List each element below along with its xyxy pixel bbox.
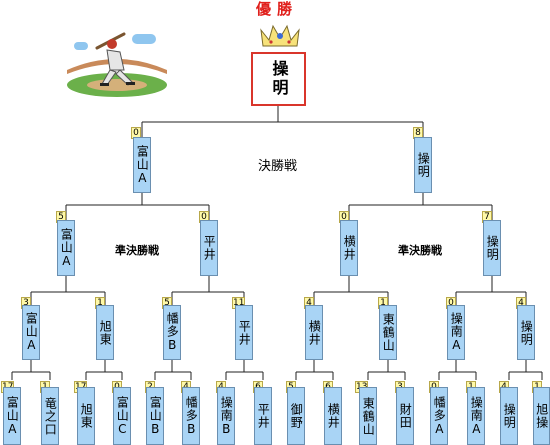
semifinal-label-left: 準決勝戦 [115,244,159,257]
first-round-team-2: 竜之口 [41,387,59,445]
quarterfinal-team-4: 平井 [235,305,253,360]
first-round-team-11: 東鶴山 [359,387,377,445]
champion-box: 操明 [251,52,306,106]
final-round-label: 決勝戦 [258,159,298,174]
first-round-team-9: 御野 [287,387,305,445]
baseball-player-icon [67,32,167,97]
first-round-team-4: 富山C [113,387,131,445]
semifinal-team-1: 富山A [57,220,75,276]
first-round-team-8: 平井 [254,387,272,445]
first-round-team-5: 富山B [146,387,164,445]
semifinal-team-2: 平井 [200,220,218,276]
quarterfinal-team-8: 操明 [517,305,535,360]
championship-title: 優勝 [256,0,299,18]
first-round-team-16: 旭操 [533,387,550,445]
first-round-team-1: 富山A [3,387,21,445]
semifinal-team-4: 操明 [483,220,501,276]
first-round-team-10: 横井 [324,387,342,445]
quarterfinal-team-1: 富山A [22,305,40,360]
quarterfinal-team-6: 東鶴山 [379,305,397,360]
first-round-team-12: 財田 [396,387,414,445]
quarterfinal-team-2: 旭東 [96,305,114,360]
first-round-team-7: 操南B [217,387,235,445]
first-round-team-3: 旭東 [77,387,95,445]
first-round-team-13: 幡多A [430,387,448,445]
final-team-2: 操明 [414,137,432,193]
first-round-team-6: 幡多B [182,387,200,445]
final-team-1: 富山A [133,137,151,193]
semifinal-label-right: 準決勝戦 [398,244,442,257]
quarterfinal-team-5: 横井 [305,305,323,360]
first-round-team-15: 操明 [500,387,518,445]
crown-icon [260,24,300,47]
champion-name: 操明 [269,60,289,98]
first-round-team-14: 操南A [467,387,485,445]
quarterfinal-team-7: 操南A [447,305,465,360]
semifinal-team-3: 横井 [340,220,358,276]
quarterfinal-team-3: 幡多B [163,305,181,360]
